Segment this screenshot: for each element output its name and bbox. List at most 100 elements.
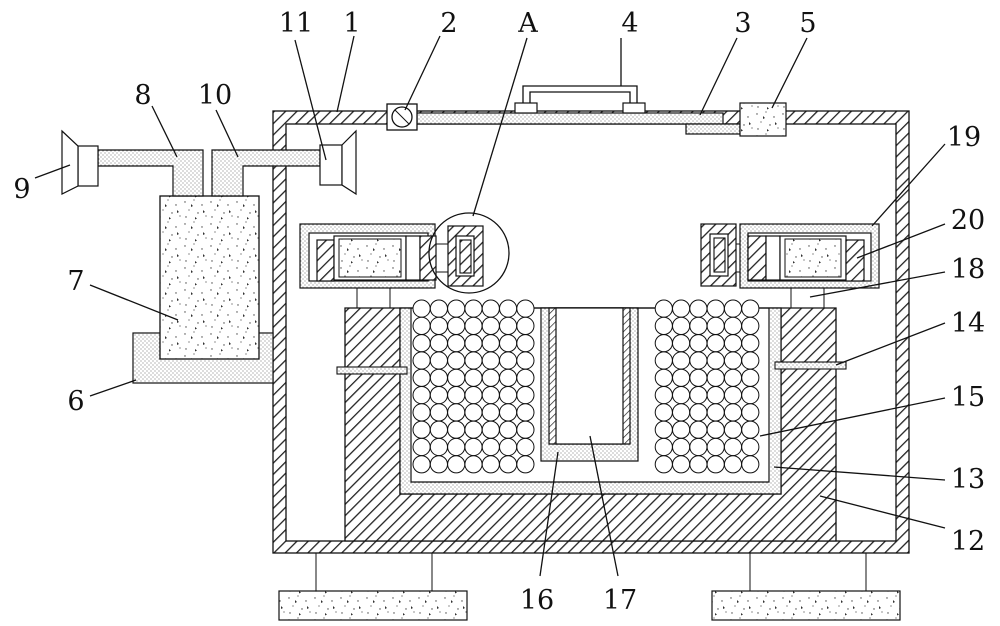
ball: [689, 299, 708, 318]
ball: [654, 403, 673, 422]
ball: [672, 386, 691, 405]
label-7: 7: [67, 266, 84, 297]
ball: [706, 420, 725, 439]
ball: [706, 437, 725, 457]
label-1: 1: [343, 8, 360, 39]
ball: [689, 316, 708, 335]
ball: [689, 334, 708, 353]
ball: [741, 403, 760, 422]
ball: [429, 386, 448, 405]
ball: [499, 437, 518, 457]
ball: [499, 368, 518, 387]
ball: [672, 299, 691, 318]
ball: [447, 420, 466, 439]
label-8: 8: [134, 80, 151, 111]
ball: [723, 455, 743, 474]
ball: [723, 316, 743, 335]
ball: [481, 299, 500, 318]
label-10: 10: [198, 80, 232, 111]
ball: [689, 420, 708, 439]
ball: [654, 420, 673, 439]
label-11: 11: [279, 8, 313, 39]
ball: [741, 368, 760, 387]
top-block: [739, 102, 787, 137]
ball: [654, 316, 673, 335]
ball: [654, 334, 673, 353]
ball: [429, 368, 448, 387]
ball: [412, 368, 431, 387]
label-20: 20: [951, 205, 985, 236]
feet: [278, 553, 901, 621]
slider-a: [428, 212, 510, 294]
valve: [386, 103, 418, 131]
ball: [481, 351, 500, 370]
ball: [723, 386, 743, 405]
ball: [481, 334, 500, 353]
ball: [412, 299, 431, 318]
ball: [672, 368, 691, 387]
ball: [706, 368, 725, 387]
label-5: 5: [799, 8, 816, 39]
ball: [481, 386, 500, 405]
ball: [464, 334, 483, 353]
ball: [412, 403, 431, 422]
ball: [499, 334, 518, 353]
nozzle-right: [319, 129, 357, 196]
ball: [481, 455, 500, 474]
label-12: 12: [951, 526, 985, 557]
ball: [464, 437, 483, 457]
ball: [447, 368, 466, 387]
ball: [412, 386, 431, 405]
ball: [499, 420, 518, 439]
ball: [741, 386, 760, 405]
ball: [706, 351, 725, 370]
ball: [689, 455, 708, 474]
slider-right: [700, 223, 748, 287]
ball: [412, 351, 431, 370]
ball: [429, 420, 448, 439]
ball: [741, 316, 760, 335]
ball: [689, 437, 708, 457]
label-6: 6: [67, 386, 84, 417]
ball: [429, 351, 448, 370]
ball: [654, 386, 673, 405]
ball: [516, 299, 535, 318]
label-A: A: [517, 8, 538, 39]
ball: [723, 299, 743, 318]
ball: [429, 299, 448, 318]
ball: [723, 334, 743, 353]
ball: [672, 351, 691, 370]
ball: [741, 334, 760, 353]
ball: [706, 386, 725, 405]
ball: [741, 299, 760, 318]
ball: [499, 386, 518, 405]
ball: [741, 455, 760, 474]
pipe-left: [97, 149, 204, 197]
ball: [429, 316, 448, 335]
ball: [706, 299, 725, 318]
ball: [723, 420, 743, 439]
ball: [741, 420, 760, 439]
ball: [447, 403, 466, 422]
ball: [429, 455, 448, 474]
ball: [447, 316, 466, 335]
ball: [516, 386, 535, 405]
ball: [672, 455, 691, 474]
ball: [447, 334, 466, 353]
ball: [464, 403, 483, 422]
label-16: 16: [520, 585, 554, 616]
ball: [447, 299, 466, 318]
leader-lines: [34, 35, 946, 577]
ball: [464, 351, 483, 370]
ball: [412, 455, 431, 474]
ball: [499, 299, 518, 318]
ball: [706, 455, 725, 474]
ball: [654, 455, 673, 474]
ball: [481, 420, 500, 439]
ball: [689, 351, 708, 370]
ball: [654, 299, 673, 318]
reference-labels: 1 2 A 4 3 5 11 8 10 9 7 6 19 20 18 14 15…: [13, 8, 985, 616]
ball: [689, 386, 708, 405]
ball: [447, 455, 466, 474]
ball: [412, 437, 431, 457]
